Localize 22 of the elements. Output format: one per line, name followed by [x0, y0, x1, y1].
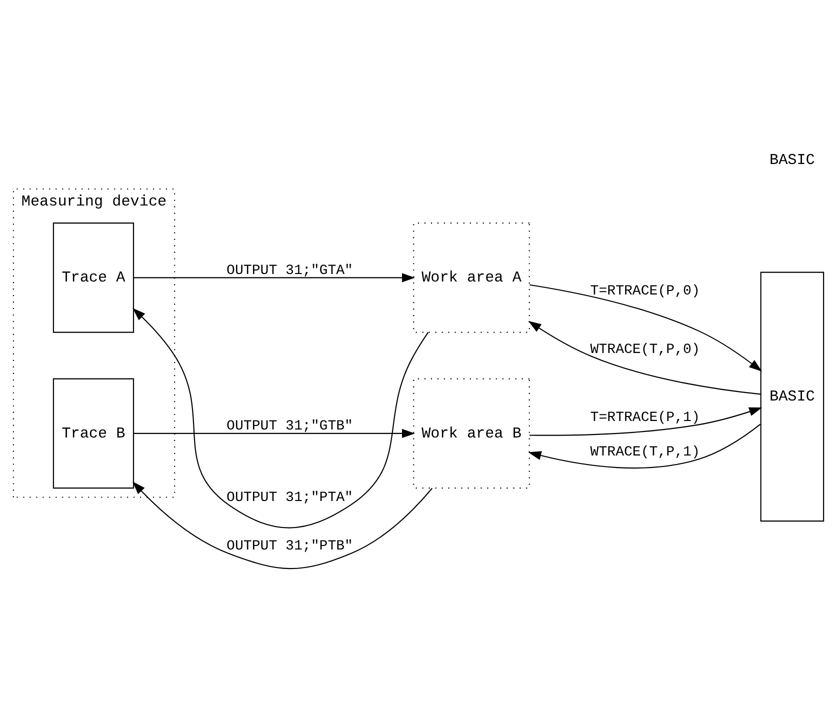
edge-label: OUTPUT 31;"GTB" [226, 418, 353, 434]
node-box: Trace A [52, 222, 134, 332]
node-box: Trace B [52, 378, 134, 488]
node-box: BASIC [760, 271, 824, 522]
arrow [133, 428, 414, 438]
edge-label: T=RTRACE(P,1) [590, 409, 700, 426]
arrow [132, 481, 432, 569]
edge-label: T=RTRACE(P,0) [590, 282, 700, 299]
edge-label: OUTPUT 31;"GTA" [226, 262, 353, 278]
edge-label: OUTPUT 31;"PTA" [226, 489, 353, 506]
arrow [529, 284, 762, 372]
edge-label: OUTPUT 31;"PTB" [226, 538, 353, 554]
arrow [133, 272, 414, 282]
node-box: Work area A [412, 222, 530, 332]
arrow [528, 320, 760, 394]
arrow [529, 406, 762, 436]
arrow [132, 308, 428, 528]
arrow [528, 423, 760, 468]
label: BASIC [769, 150, 814, 168]
node-box: Work area B [412, 378, 530, 488]
edge-label: WTRACE(T,P,0) [590, 341, 700, 358]
edge-label: WTRACE(T,P,1) [590, 444, 700, 460]
